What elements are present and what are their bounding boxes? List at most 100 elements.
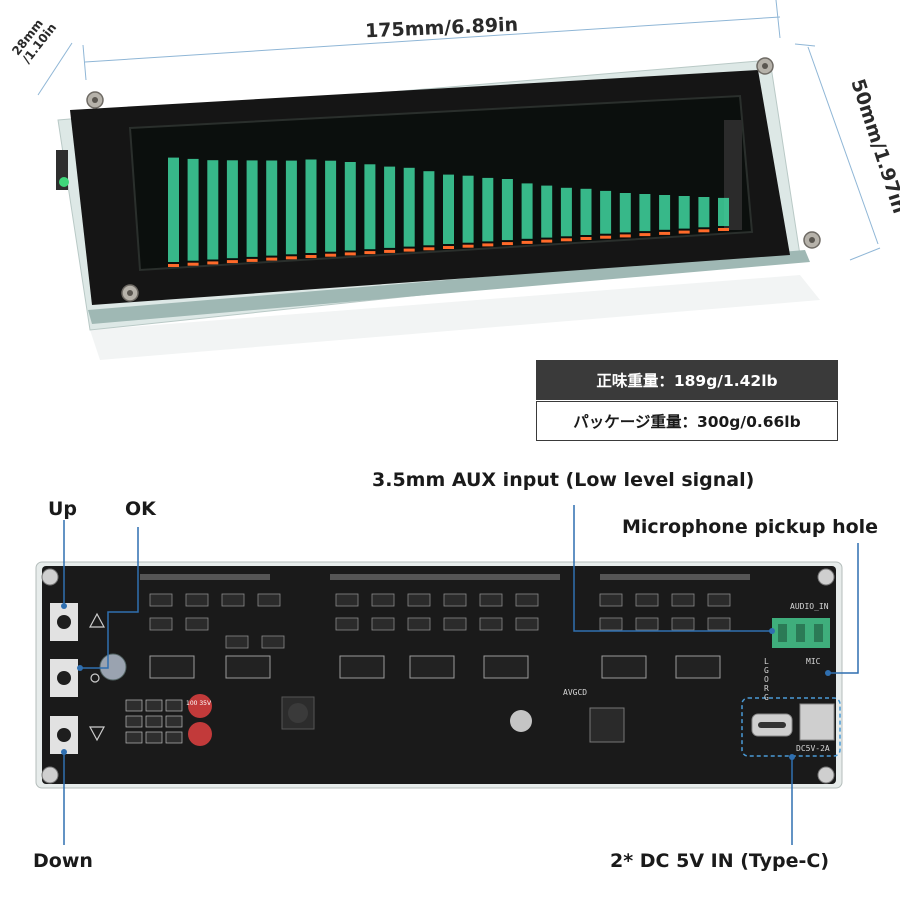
- tactile-buttons: [50, 603, 78, 754]
- capacitor-silk: 100 35V: [186, 700, 212, 707]
- op-amp-chip: [601, 655, 647, 679]
- depth-dimension-line: [37, 42, 73, 96]
- op-amp-chip: [149, 655, 195, 679]
- smd-component: [707, 593, 731, 607]
- audio-in-silk: AUDIO_IN: [790, 602, 829, 611]
- op-amp-chip: [225, 655, 271, 679]
- spectrum-peak: [521, 240, 533, 244]
- smd-component: [443, 617, 467, 631]
- spectrum-bar: [384, 166, 396, 248]
- op-amp-chip: [675, 655, 721, 679]
- smd-component: [371, 617, 395, 631]
- spectrum-bar: [698, 197, 710, 228]
- spectrum-peak: [639, 233, 651, 237]
- smd-component: [671, 593, 695, 607]
- spectrum-bar: [580, 188, 592, 235]
- spectrum-bar: [718, 197, 729, 226]
- smd-component: [185, 593, 209, 607]
- spectrum-peak: [266, 257, 278, 261]
- spectrum-bar: [168, 157, 179, 262]
- smd-component: [185, 617, 209, 631]
- width-dimension-line: [84, 16, 781, 63]
- spectrum-peak: [678, 230, 690, 234]
- case-screws: [86, 57, 821, 302]
- spectrum-peak: [659, 231, 671, 235]
- spectrum-peak: [462, 244, 474, 248]
- case-reflection: [90, 275, 820, 360]
- spectrum-peak: [285, 256, 297, 260]
- up-label: Up: [48, 498, 78, 520]
- spectrum-peak: [443, 246, 454, 249]
- mic-hole-label: Microphone pickup hole: [622, 516, 879, 538]
- smd-component: [599, 593, 623, 607]
- spectrum-bar: [325, 160, 337, 252]
- spectrum-bar: [482, 177, 494, 242]
- buzzer: [510, 710, 532, 732]
- spectrum-bar: [403, 167, 415, 247]
- spectrum-bar: [521, 183, 533, 239]
- led-letter: L: [764, 657, 769, 666]
- acrylic-bottom-edge: [88, 250, 810, 324]
- spectrum-peak: [541, 239, 553, 243]
- spectrum-peak: [501, 242, 513, 246]
- capacitor-blue: [99, 653, 127, 681]
- usb-c-port-2: [799, 703, 835, 741]
- spectrum-peak: [580, 237, 592, 240]
- smd-component: [165, 699, 183, 712]
- smd-component: [165, 731, 183, 744]
- spectrum-peak: [600, 235, 612, 239]
- smd-component: [221, 593, 245, 607]
- led-letter: G: [764, 666, 769, 675]
- spectrum-bar: [541, 185, 553, 238]
- smd-component: [145, 715, 163, 728]
- spectrum-peak: [246, 258, 258, 262]
- smd-component: [671, 617, 695, 631]
- spectrum-peak: [384, 249, 396, 253]
- capacitor-red-1: [188, 694, 212, 718]
- smd-component: [145, 731, 163, 744]
- dc-rating-silk: DC5V-2A: [796, 744, 830, 753]
- net-weight-box: 正味重量：189g/1.42lb: [536, 360, 838, 400]
- silkscreen-arrows: [88, 612, 106, 742]
- smd-component: [125, 699, 143, 712]
- spectrum-bar: [246, 160, 258, 257]
- spectrum-bar: [266, 160, 278, 256]
- smd-component: [515, 593, 539, 607]
- spectrum-bar: [619, 193, 631, 233]
- aux-input-label: 3.5mm AUX input (Low level signal): [372, 469, 755, 491]
- smd-component: [479, 593, 503, 607]
- avgcd-silk: AVGCD: [563, 688, 588, 697]
- spectrum-peak: [364, 251, 376, 255]
- dimension-lines: [37, 0, 881, 261]
- dc-input-label: 2* DC 5V IN (Type-C): [610, 850, 830, 872]
- op-amp-chip: [409, 655, 455, 679]
- spectrum-peak: [187, 262, 199, 266]
- smd-component: [145, 699, 163, 712]
- spectrum-bar: [187, 158, 199, 261]
- spectrum-bar: [678, 196, 690, 229]
- led-letters-silk: L G O R G: [764, 657, 769, 702]
- smd-component: [261, 635, 285, 649]
- spectrum-bar: [285, 160, 297, 255]
- smd-component: [335, 593, 359, 607]
- smd-component: [125, 715, 143, 728]
- spectrum-peak: [226, 260, 238, 264]
- inductor: [288, 703, 308, 723]
- spectrum-bar: [226, 160, 238, 259]
- type-c-highlight: [741, 697, 841, 757]
- spectrum-peak: [560, 238, 572, 242]
- spectrum-bar: [501, 179, 513, 241]
- op-amp-chip: [339, 655, 385, 679]
- side-led: [59, 177, 69, 187]
- smd-component: [635, 617, 659, 631]
- down-label: Down: [33, 850, 93, 872]
- smd-component: [335, 617, 359, 631]
- pin-headers: [140, 574, 750, 580]
- smd-component: [371, 593, 395, 607]
- op-amp-chip: [483, 655, 529, 679]
- ok-label: OK: [125, 498, 156, 520]
- spectrum-peak: [168, 264, 179, 267]
- spectrum-bar: [560, 187, 572, 237]
- smd-component: [635, 593, 659, 607]
